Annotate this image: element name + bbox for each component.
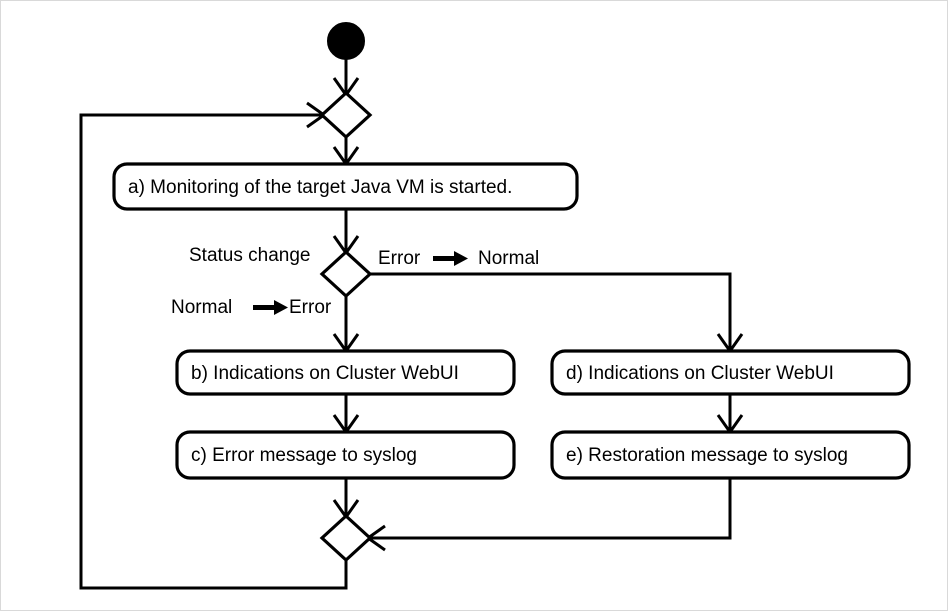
activity-d-label: d) Indications on Cluster WebUI bbox=[566, 363, 834, 384]
activity-e-label: e) Restoration message to syslog bbox=[566, 445, 848, 466]
edge-activity-e-to-merge-bottom bbox=[368, 478, 732, 540]
activity-d-box[interactable] bbox=[550, 349, 911, 396]
branch-arrow-error-to-normal-icon bbox=[433, 251, 468, 266]
activity-e-box[interactable] bbox=[550, 430, 911, 480]
merge-node-top bbox=[319, 90, 373, 140]
activity-a-box[interactable] bbox=[112, 162, 579, 211]
start-node bbox=[327, 22, 365, 60]
branch-label-error-to-normal-to: Normal bbox=[478, 248, 539, 269]
merge-node-bottom bbox=[319, 513, 373, 563]
branch-label-normal-to-error-from: Normal bbox=[171, 297, 232, 318]
branch-label-normal-to-error-to: Error bbox=[289, 297, 332, 318]
branch-label-error-to-normal-from: Error bbox=[378, 248, 421, 269]
activity-b-box[interactable] bbox=[175, 349, 516, 396]
edge-decision-to-activity-d bbox=[368, 272, 732, 351]
decision-label-status-change: Status change bbox=[189, 245, 310, 266]
branch-arrow-normal-to-error-icon bbox=[253, 300, 288, 315]
activity-c-label: c) Error message to syslog bbox=[191, 445, 417, 466]
decision-node-status-change bbox=[319, 249, 373, 299]
activity-c-box[interactable] bbox=[175, 430, 516, 480]
edge-loop-back-to-merge-top bbox=[79, 113, 348, 590]
activity-a-label: a) Monitoring of the target Java VM is s… bbox=[128, 177, 512, 198]
activity-b-label: b) Indications on Cluster WebUI bbox=[191, 363, 459, 384]
